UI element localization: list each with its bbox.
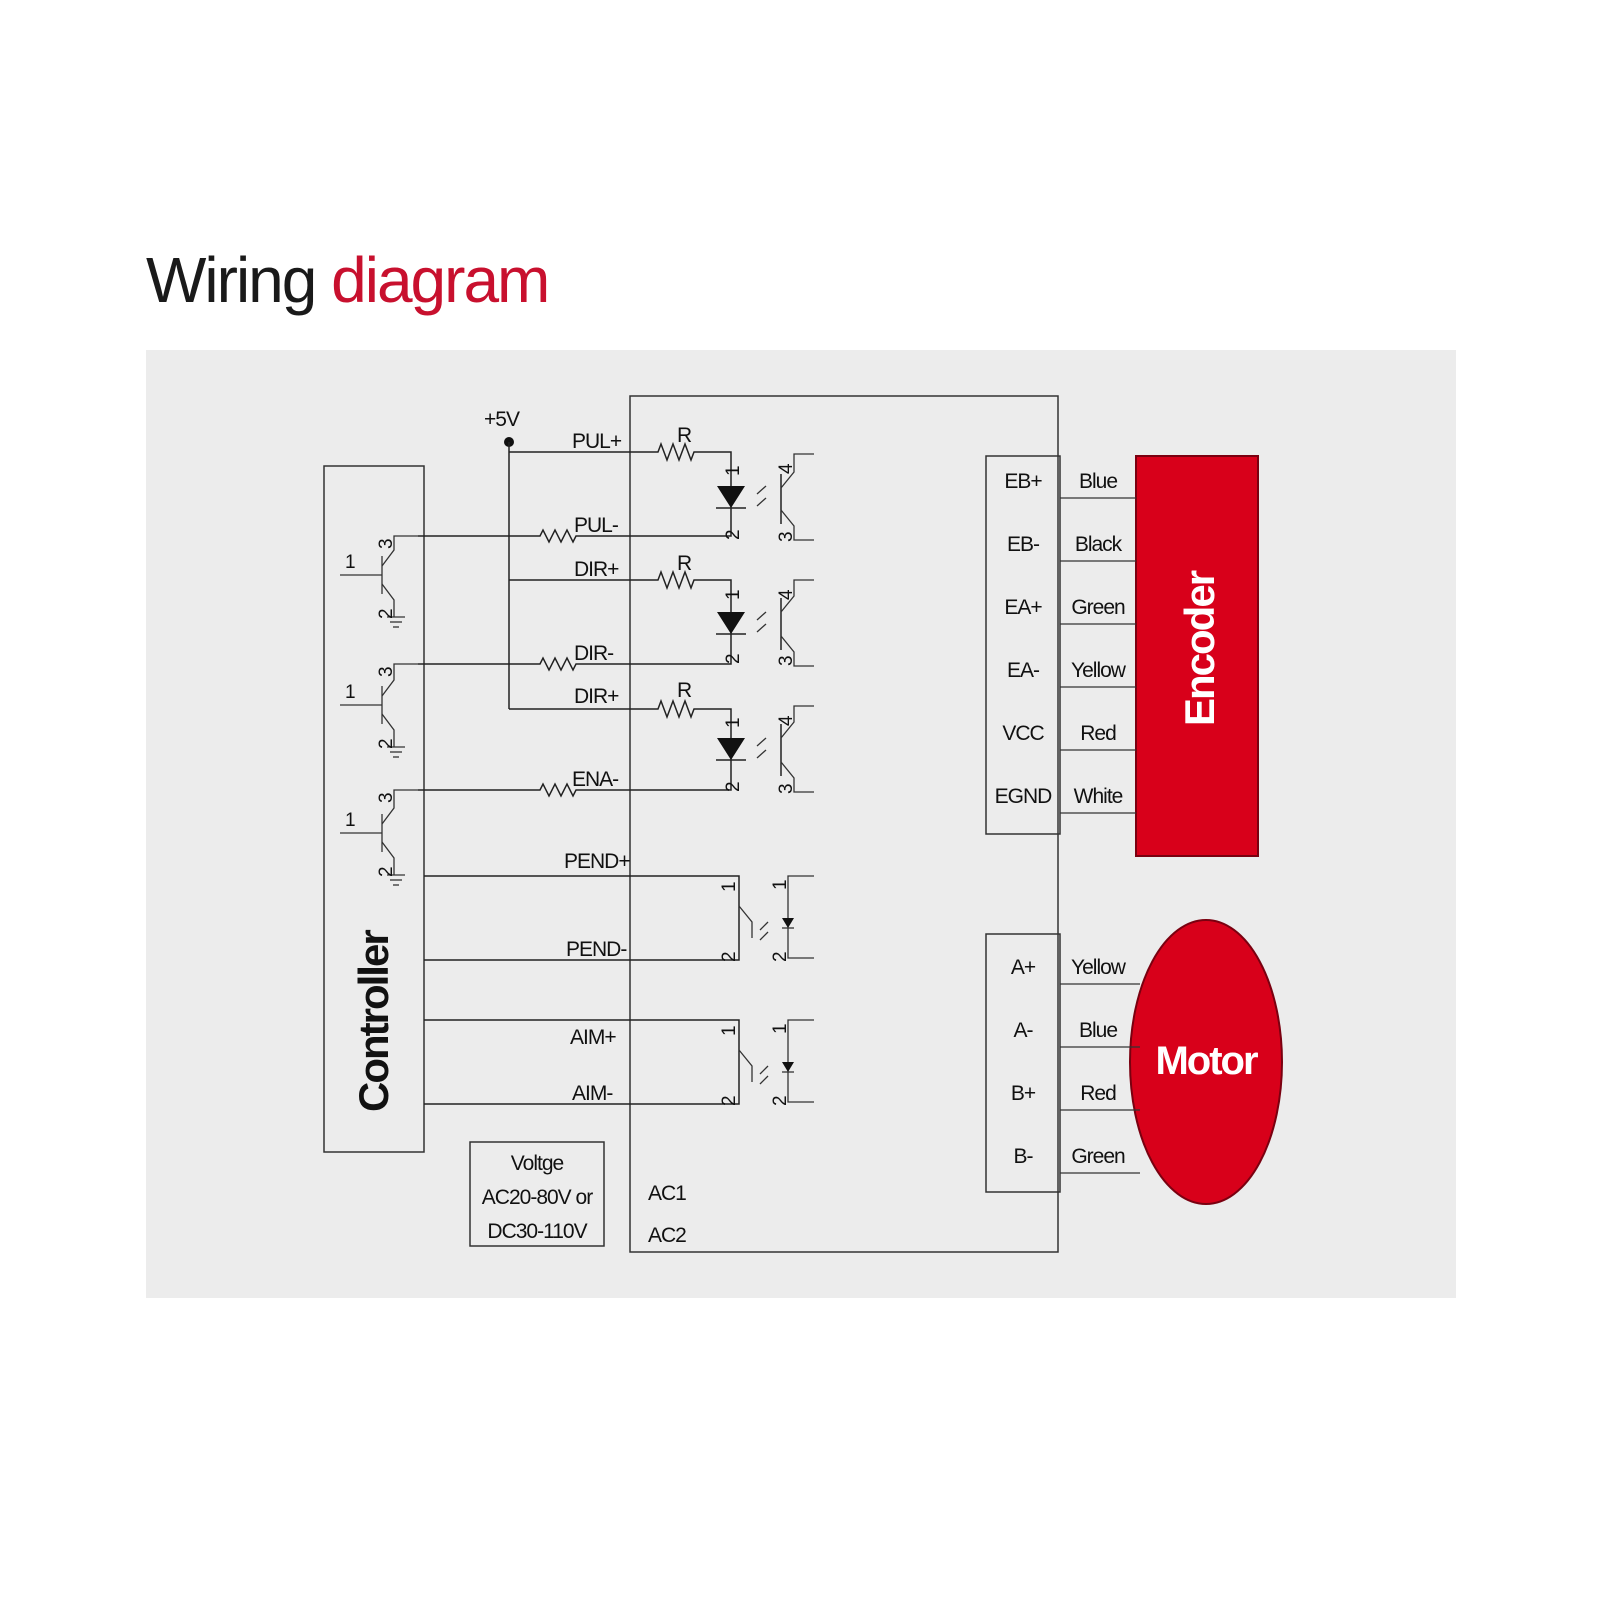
encoder-terminal-box	[985, 455, 1061, 835]
controller-pin-1: 1	[345, 810, 356, 831]
aim-minus-label: AIM-	[572, 1082, 613, 1105]
opto-pin-1: 1	[719, 881, 740, 892]
optocoupler-1: 1 2 4 3	[716, 453, 814, 542]
resistor-label: R	[677, 552, 692, 575]
controller-box	[323, 465, 425, 1153]
aim-output: AIM+ AIM- 1 2 1 2	[424, 1019, 814, 1106]
motor-body	[1129, 919, 1283, 1205]
resistor-label: R	[677, 679, 692, 702]
opto-pin-1: 1	[723, 717, 744, 728]
encoder-wire-label: Red	[1080, 722, 1116, 745]
opto-pin-2: 2	[723, 781, 744, 792]
page-title: Wiring diagram	[146, 248, 550, 312]
pend-minus-label: PEND-	[566, 938, 627, 961]
supply-label: +5V	[484, 408, 520, 431]
encoder-pin-label: EB+	[1004, 470, 1042, 493]
encoder-block	[1135, 455, 1259, 857]
encoder-wire-label: White	[1074, 785, 1123, 808]
encoder-wire-label: Green	[1071, 596, 1125, 619]
controller-pin-3: 3	[376, 666, 397, 677]
dir-minus-line: DIR-	[418, 630, 732, 672]
encoder-pin-label: EGND	[995, 785, 1053, 808]
encoder-label: Encoder	[1176, 570, 1223, 726]
dir-plus-line: DIR+ R	[509, 552, 732, 612]
pul-plus-label: PUL+	[572, 430, 622, 453]
dir-minus-label: DIR-	[574, 642, 614, 665]
optocoupler-3: 1 2 4 3	[716, 705, 814, 794]
motor-wire-label: Blue	[1079, 1019, 1117, 1042]
dir-plus-2-label: DIR+	[574, 685, 619, 708]
opto-pin-4: 4	[776, 589, 797, 600]
optocoupler-2: 1 2 4 3	[716, 579, 814, 667]
voltage-line-3: DC30-110V	[487, 1220, 587, 1243]
motor-terminal-box	[985, 933, 1061, 1193]
opto-pin-2: 2	[719, 1095, 740, 1106]
pul-minus-line: PUL-	[418, 502, 732, 544]
opto-pin-3: 3	[776, 531, 797, 542]
controller-label: Controller	[350, 930, 397, 1112]
opto-pin-2: 2	[723, 529, 744, 540]
ena-minus-line: ENA-	[418, 756, 732, 798]
opto-pin-1: 1	[719, 1025, 740, 1036]
ena-minus-label: ENA-	[572, 768, 619, 791]
controller-pin-1: 1	[345, 682, 356, 703]
encoder-pin-label: EA+	[1004, 596, 1042, 619]
motor-pin-label: A+	[1011, 956, 1036, 979]
dir-plus-label: DIR+	[574, 558, 619, 581]
controller-transistor-2: 1 2 3	[340, 663, 418, 758]
opto-pin-3: 3	[776, 655, 797, 666]
motor-wire-label: Yellow	[1071, 956, 1127, 979]
opto-pin-1: 1	[723, 465, 744, 476]
controller-pin-3: 3	[376, 538, 397, 549]
opto-pin-1: 1	[723, 589, 744, 600]
opto-pin-2: 2	[770, 951, 791, 962]
controller-pin-3: 3	[376, 792, 397, 803]
encoder-pin-label: VCC	[1002, 722, 1044, 745]
controller-pin-1: 1	[345, 552, 356, 573]
pul-minus-label: PUL-	[574, 514, 619, 537]
controller-pin-2: 2	[376, 608, 397, 619]
controller-pin-2: 2	[376, 866, 397, 877]
motor-pin-label: B-	[1014, 1145, 1034, 1168]
opto-pin-1: 1	[770, 879, 791, 890]
motor-pin-label: A-	[1014, 1019, 1034, 1042]
voltage-line-2: AC20-80V or	[482, 1186, 593, 1209]
opto-pin-2: 2	[770, 1095, 791, 1106]
ac2-label: AC2	[648, 1224, 686, 1247]
driver-box	[629, 395, 1059, 1253]
motor-wire-label: Red	[1080, 1082, 1116, 1105]
encoder-wire-label: Black	[1075, 533, 1123, 556]
ac1-label: AC1	[648, 1182, 686, 1205]
encoder-wire-label: Yellow	[1071, 659, 1127, 682]
opto-pin-2: 2	[723, 653, 744, 664]
motor-label: Motor	[1155, 1039, 1258, 1083]
opto-pin-1: 1	[770, 1023, 791, 1034]
controller-transistor-1: 1 2 3	[340, 535, 418, 628]
motor-pin-label: B+	[1011, 1082, 1036, 1105]
title-word-wiring: Wiring	[146, 244, 317, 316]
opto-pin-2: 2	[719, 951, 740, 962]
voltage-box: Voltge AC20-80V or DC30-110V	[469, 1141, 605, 1247]
pend-output: PEND+ PEND- 1 2 1 2	[424, 850, 814, 962]
encoder-pin-label: EB-	[1007, 533, 1040, 556]
opto-pin-4: 4	[776, 715, 797, 726]
pend-plus-label: PEND+	[564, 850, 630, 873]
controller-pin-2: 2	[376, 738, 397, 749]
title-word-diagram: diagram	[331, 244, 550, 316]
aim-plus-label: AIM+	[570, 1026, 616, 1049]
encoder-wire-label: Blue	[1079, 470, 1117, 493]
voltage-line-1: Voltge	[511, 1152, 564, 1175]
opto-pin-3: 3	[776, 783, 797, 794]
opto-pin-4: 4	[776, 463, 797, 474]
dir-plus-2-line: DIR+ R	[509, 679, 732, 738]
motor-wire-label: Green	[1071, 1145, 1125, 1168]
resistor-label: R	[677, 424, 692, 447]
encoder-pin-label: EA-	[1007, 659, 1040, 682]
controller-transistor-3: 1 2 3	[340, 789, 418, 886]
pul-plus-line: PUL+ R	[509, 424, 732, 486]
